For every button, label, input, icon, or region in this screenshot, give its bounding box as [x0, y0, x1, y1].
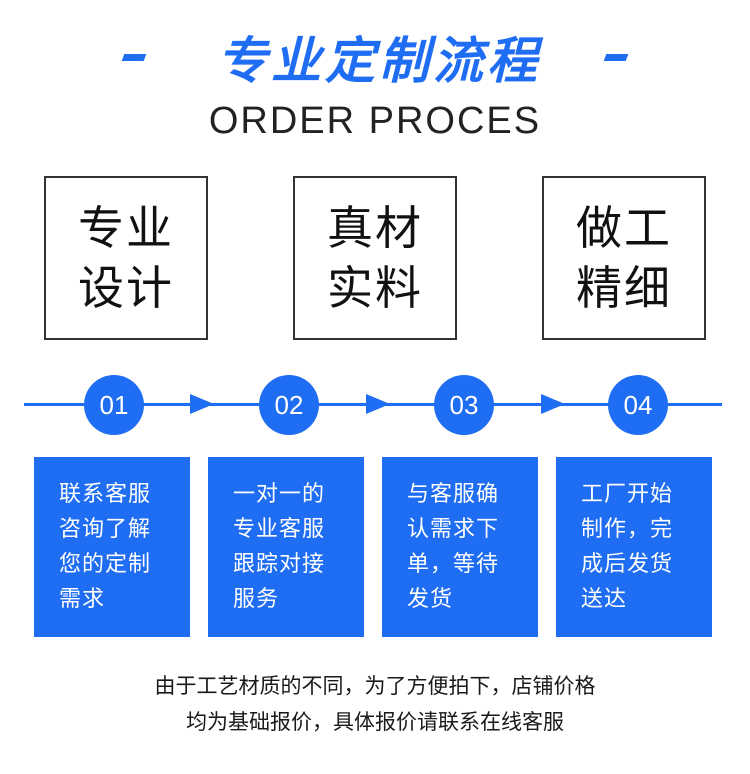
step-cards: 联系客服咨询了解您的定制需求 一对一的专业客服跟踪对接服务 与客服确认需求下单，… [0, 457, 750, 639]
price-note-line-2: 均为基础报价，具体报价请联系在线客服 [186, 710, 564, 734]
price-note-line-1: 由于工艺材质的不同，为了方便拍下，店铺价格 [154, 674, 596, 698]
step-description: 联系客服咨询了解您的定制需求 [59, 482, 152, 612]
step-card-4: 工厂开始制作，完成后发货送达 [556, 457, 712, 637]
arrow-right-icon [366, 394, 390, 414]
step-card-3: 与客服确认需求下单，等待发货 [382, 457, 538, 637]
feature-box-craft: 做工精细 [542, 176, 706, 340]
step-description: 与客服确认需求下单，等待发货 [407, 482, 500, 612]
page-subtitle: ORDER PROCES [208, 100, 542, 142]
step-card-1: 联系客服咨询了解您的定制需求 [34, 457, 190, 637]
title-dash-right [603, 53, 629, 61]
step-number-2: 02 [259, 375, 319, 435]
step-description: 一对一的专业客服跟踪对接服务 [233, 482, 326, 612]
title-dash-left [121, 53, 147, 61]
feature-label: 真材实料 [327, 201, 423, 315]
step-number-4: 04 [608, 375, 668, 435]
title-row: 专业定制流程 [0, 22, 750, 92]
step-card-2: 一对一的专业客服跟踪对接服务 [208, 457, 364, 637]
feature-row: 专业设计 真材实料 做工精细 [0, 176, 750, 346]
arrow-right-icon [190, 394, 214, 414]
feature-label: 专业设计 [78, 201, 174, 315]
price-note: 由于工艺材质的不同，为了方便拍下，店铺价格 均为基础报价，具体报价请联系在线客服 [0, 668, 750, 740]
process-timeline: 01 02 03 04 [0, 372, 750, 438]
feature-box-material: 真材实料 [293, 176, 457, 340]
step-number-1: 01 [84, 375, 144, 435]
feature-label: 做工精细 [576, 201, 672, 315]
step-description: 工厂开始制作，完成后发货送达 [581, 482, 674, 612]
header: 专业定制流程 ORDER PROCES [0, 0, 750, 160]
arrow-right-icon [541, 394, 565, 414]
step-number-3: 03 [434, 375, 494, 435]
feature-box-design: 专业设计 [44, 176, 208, 340]
page-title: 专业定制流程 [217, 32, 541, 90]
